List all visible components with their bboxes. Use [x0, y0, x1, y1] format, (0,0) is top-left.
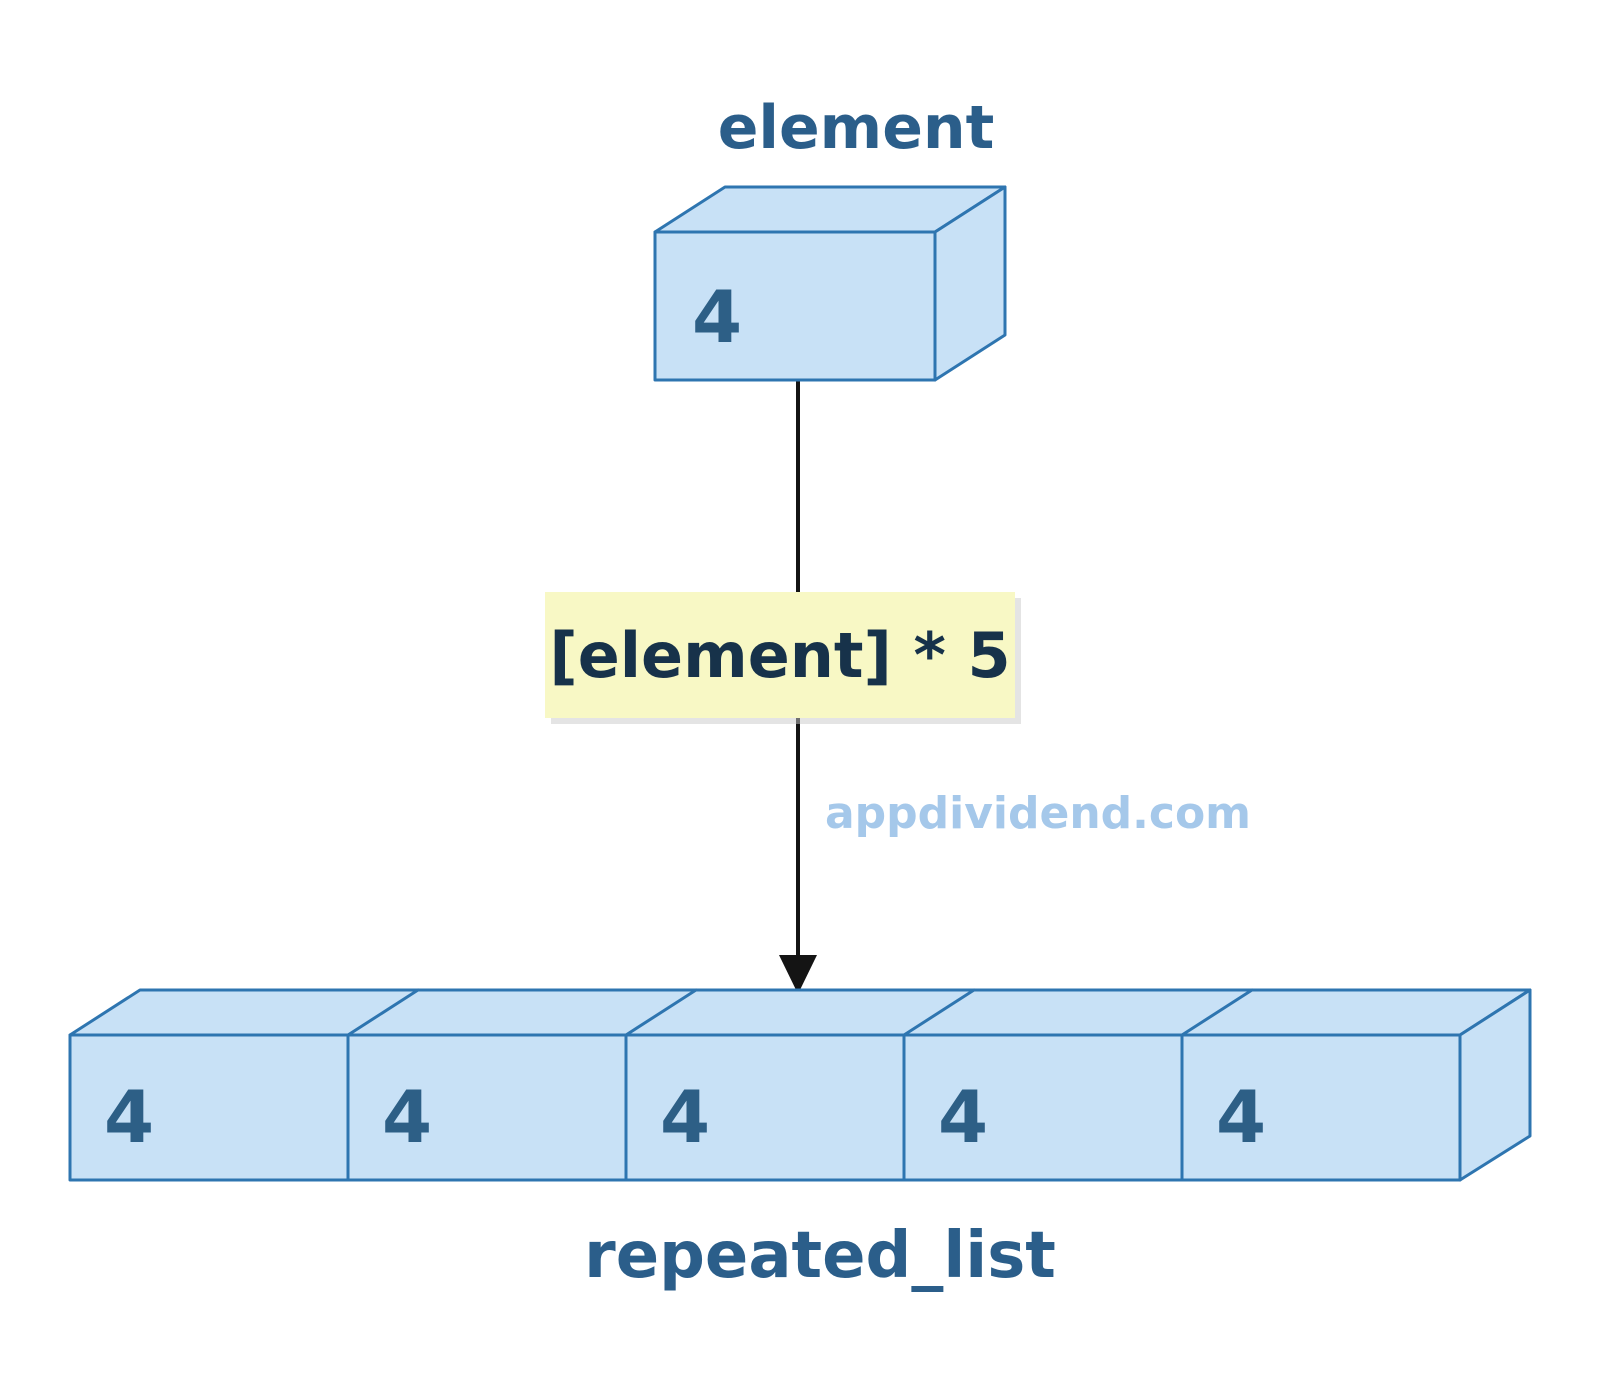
repeated-list-box: 4 4 4 4 4	[68, 988, 1532, 1182]
cell-divider-top	[624, 988, 698, 1037]
operation-label-box: [element] * 5	[545, 592, 1021, 724]
element-value: 4	[692, 275, 742, 359]
cell-value: 4	[660, 1075, 710, 1159]
operation-label-bg	[545, 592, 1015, 718]
cell-value: 4	[104, 1075, 154, 1159]
arrowhead-icon	[779, 955, 817, 994]
cell-value: 4	[1216, 1075, 1266, 1159]
cell-value: 4	[938, 1075, 988, 1159]
cell-value: 4	[382, 1075, 432, 1159]
repeated-list-top-face	[68, 988, 1532, 1037]
cell-dividers	[346, 988, 1254, 1182]
repeated-list-label: repeated_list	[584, 1219, 1056, 1293]
element-box-front-face	[653, 230, 937, 382]
element-box: 4	[653, 185, 1007, 382]
cell-divider-top	[1180, 988, 1254, 1037]
cell-divider-top	[346, 988, 420, 1037]
element-label: element	[718, 93, 995, 163]
watermark: appdividend.com	[825, 788, 1251, 839]
cell-divider-top	[902, 988, 976, 1037]
operation-label: [element] * 5	[549, 619, 1010, 692]
repeated-list-front-face	[68, 1033, 1462, 1182]
